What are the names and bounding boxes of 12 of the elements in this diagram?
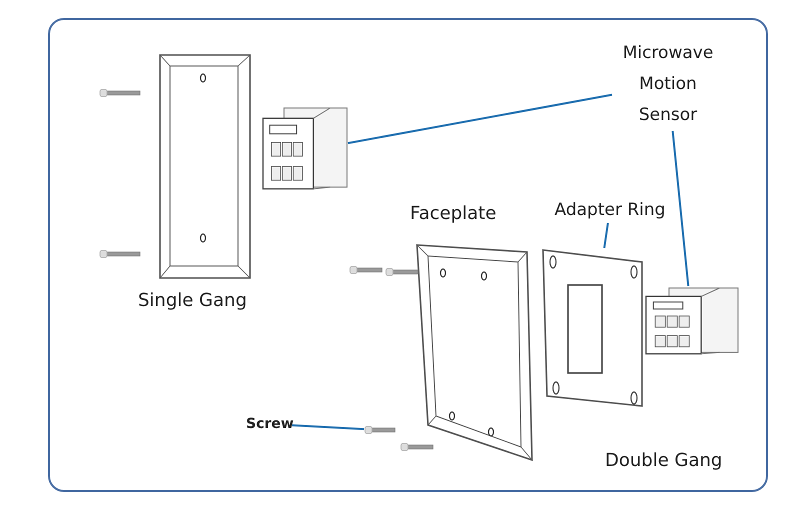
leader-line [672, 130, 690, 286]
leader-line [603, 222, 609, 248]
screw-drawing [364, 424, 396, 436]
leader-line [292, 424, 364, 430]
faceplate-label: Faceplate [410, 203, 496, 224]
callout-label: Screw [246, 414, 292, 434]
leader-line [348, 94, 612, 144]
adapter-ring-drawing [541, 248, 644, 408]
single-gang-caption: Single Gang [138, 290, 247, 311]
callout-label: Microwave Motion Sensor [612, 38, 724, 131]
double-gang-caption: Double Gang [605, 450, 722, 471]
callout-label: Adapter Ring [546, 195, 674, 226]
